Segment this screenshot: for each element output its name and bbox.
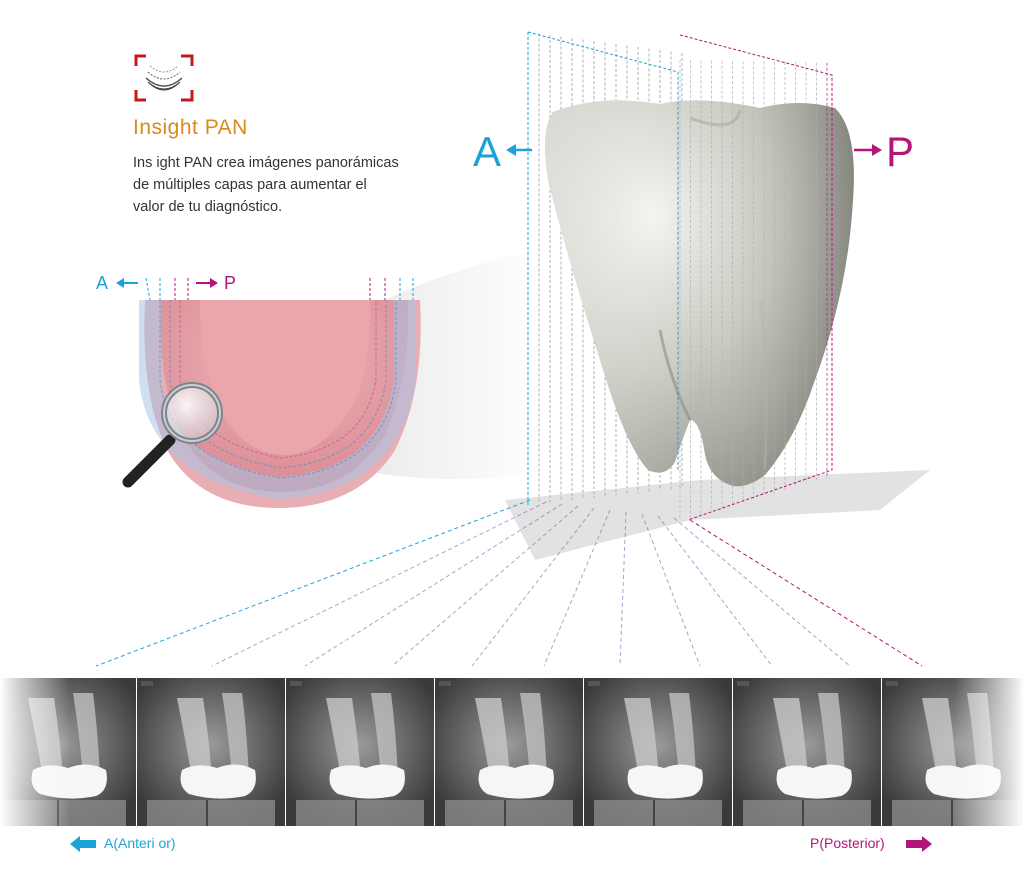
projection-line — [95, 499, 531, 667]
projection-line — [689, 519, 923, 667]
tooth-anterior-letter: A — [473, 128, 502, 175]
jaw-posterior-letter: P — [224, 273, 237, 293]
description-line-2: de múltiples capas para aumentar el — [133, 177, 367, 193]
scan-planes-front — [527, 31, 833, 521]
anterior-plane-outline — [527, 31, 679, 470]
projection-line — [304, 503, 563, 667]
xray-slice — [584, 678, 732, 826]
arrow-left-icon — [506, 144, 532, 156]
lower-jaw-illustration — [139, 277, 421, 509]
tooth-shadow — [505, 470, 930, 560]
projection-line — [641, 513, 701, 667]
projection-line — [673, 517, 851, 667]
anterior-arrow-icon — [70, 836, 96, 852]
xray-slice — [733, 678, 881, 826]
jaw-arrow-left-icon — [116, 278, 138, 288]
jaw-arrow-right-icon — [196, 278, 218, 288]
projection-line — [391, 505, 579, 667]
dental-arch-scan-icon — [134, 54, 194, 102]
tooth-posterior-letter: P — [886, 128, 915, 175]
strip-fade-right — [954, 678, 1024, 826]
posterior-label: P(Posterior) — [810, 835, 885, 851]
projection-line — [471, 507, 595, 667]
description-line-1: Ins ight PAN crea imágenes panorámicas — [133, 155, 399, 171]
xray-slice — [435, 678, 583, 826]
jaw-anterior-letter: A — [96, 273, 109, 293]
projection-lines — [95, 499, 923, 667]
arrow-right-icon — [854, 144, 882, 156]
description-line-3: valor de tu diagnóstico. — [133, 199, 283, 215]
strip-fade-left — [0, 678, 70, 826]
xray-slice — [286, 678, 434, 826]
molar-tooth — [544, 100, 854, 487]
anterior-label: A(Anteri or) — [104, 835, 176, 851]
projection-line — [211, 501, 547, 667]
product-description: Ins ight PAN crea imágenes panorámicas d… — [133, 152, 413, 218]
projection-line — [619, 511, 627, 667]
posterior-arrow-icon — [906, 836, 932, 852]
xray-slice — [137, 678, 285, 826]
projection-line — [657, 515, 773, 667]
magnifier-icon — [122, 382, 223, 488]
projection-line — [543, 509, 611, 667]
product-title: Insight PAN — [133, 116, 248, 139]
xray-slice-strip — [0, 678, 1024, 826]
